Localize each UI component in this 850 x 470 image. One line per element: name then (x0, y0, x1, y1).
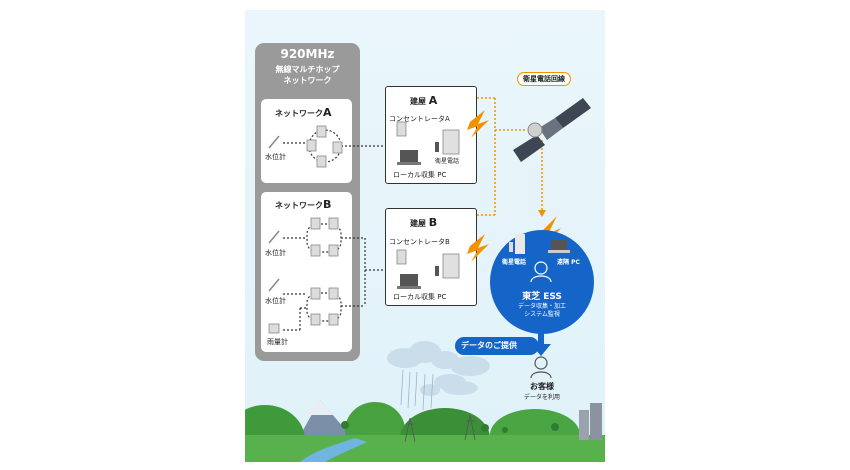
data-provision-arrow (531, 344, 551, 356)
data-provision-label: データのご提供 (461, 341, 517, 350)
diagram-overlay (268, 82, 594, 379)
mesh-devices (268, 125, 343, 334)
building-b-concentrator-label: コンセントレータB (389, 238, 450, 246)
network-panel-title: 920MHz (280, 47, 335, 61)
building-b-local-pc-label: ローカル収集 PC (393, 293, 447, 301)
satellite-line-label: 衛星電話回線 (517, 72, 571, 86)
operator-icon (530, 261, 552, 283)
ess-desc-1: データ収集・加工 (517, 303, 566, 310)
network-panel-subtitle-1: 無線マルチホップ (275, 65, 340, 74)
network-a-card (261, 99, 352, 183)
clouds (387, 341, 490, 396)
diagram-canvas: 920MHz 無線マルチホップ ネットワーク ネットワークA 水位計 ネットワー… (245, 10, 605, 462)
satellite-icon (513, 98, 591, 162)
customer-title: お客様 (530, 382, 554, 391)
building-a-devices (396, 121, 460, 165)
building-a-title: 建屋 A (410, 94, 438, 107)
ess-desc-2: システム監視 (524, 311, 560, 318)
building-a-concentrator-label: コンセントレータA (389, 115, 450, 123)
toshiba-ess-circle (490, 230, 594, 334)
network-b-water-gauge-1-label: 水位計 (265, 249, 286, 257)
customer-subtitle: データを利用 (523, 394, 560, 401)
satellite-links (477, 97, 543, 216)
network-a-label: ネットワークA (275, 106, 332, 119)
building-b-title: 建屋 B (410, 216, 438, 229)
landscape-illustration (245, 341, 605, 462)
ess-sat-phone-label: 衛星電話 (502, 259, 527, 266)
network-b-links (283, 223, 385, 331)
customer-icon (530, 356, 552, 379)
building-a-local-pc-label: ローカル収集 PC (393, 171, 447, 179)
toshiba-ess-devices (509, 234, 570, 254)
ess-remote-pc-label: 遠隔 PC (557, 259, 580, 266)
satellite-downlink-arrow (538, 210, 546, 217)
building-a-sat-phone-label: 衛星電話 (435, 158, 460, 165)
building-b-devices (396, 249, 460, 289)
network-panel-subtitle-2: ネットワーク (283, 76, 332, 85)
network-a-water-gauge-label: 水位計 (265, 153, 286, 161)
network-b-label: ネットワークB (275, 198, 332, 211)
network-b-rain-gauge-label: 雨量計 (267, 338, 288, 346)
water-gauge-icons (268, 135, 280, 292)
ess-name: 東芝 ESS (522, 292, 562, 302)
network-b-water-gauge-2-label: 水位計 (265, 297, 286, 305)
